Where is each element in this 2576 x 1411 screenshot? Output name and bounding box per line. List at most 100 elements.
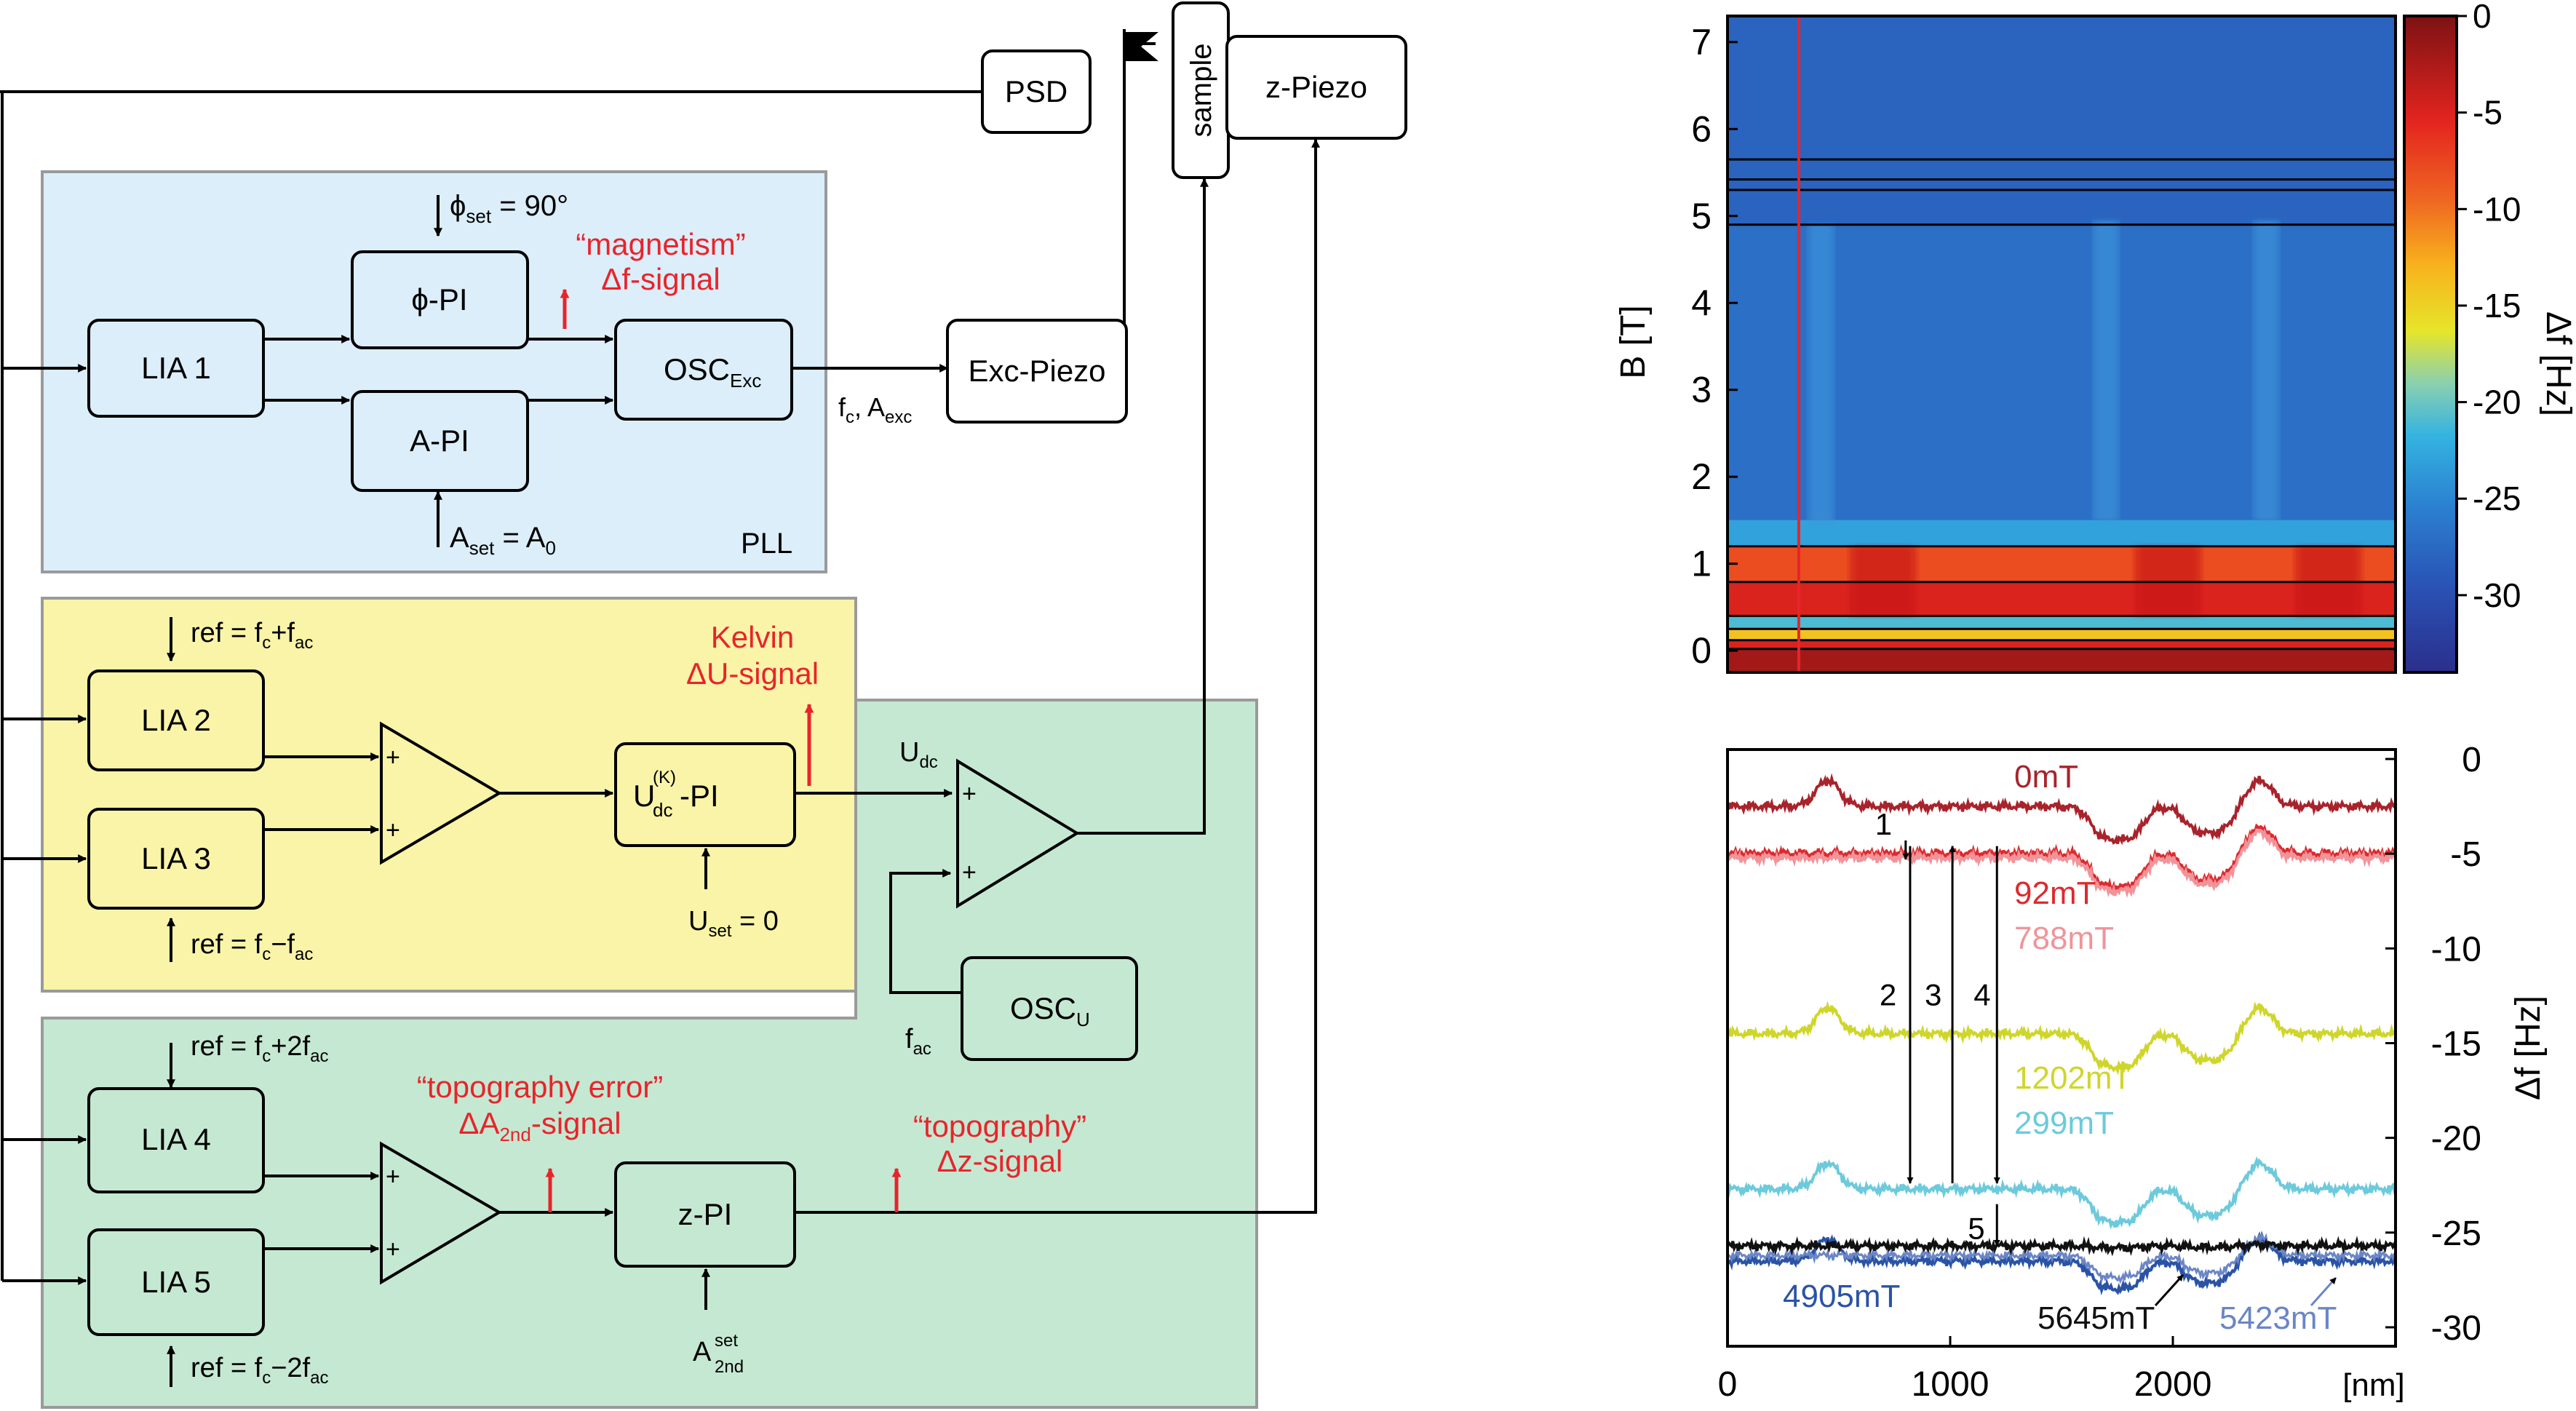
series-label-299mT: 299mT <box>2014 1105 2114 1141</box>
colorbar-tick-label: -15 <box>2473 287 2521 325</box>
series-label-1202mT: 1202mT <box>2014 1060 2131 1096</box>
heatmap-ridge <box>1808 224 1834 525</box>
lia3-block <box>87 808 265 910</box>
osc-u-block <box>961 956 1138 1061</box>
line-chart-frame <box>1726 748 2397 1348</box>
topography-signal-title: “topography” <box>913 1109 1086 1143</box>
series-line-5645mT <box>1726 1236 2397 1257</box>
ref3-label: ref = fc−fac <box>191 929 313 964</box>
heatmap-band <box>1728 224 2396 520</box>
transition-label-3: 3 <box>1925 977 1941 1011</box>
y-tick-label: 4 <box>1691 282 1712 323</box>
heatmap-band <box>1728 546 2396 582</box>
udc-pi-label: U (K) dc -PI <box>633 768 719 821</box>
colorbar-label: Δf [Hz] <box>2539 311 2576 416</box>
series-labels: 0mT92mT788mT1202mT299mT4905mT5423mT5645m… <box>1783 759 2337 1336</box>
magnetism-signal-subtitle: Δf-signal <box>601 262 720 296</box>
plus-sign: + <box>386 1236 400 1263</box>
series-label-92mT: 92mT <box>2014 875 2096 911</box>
udc-label: Udc <box>899 737 938 772</box>
y-tick-label: 0 <box>2462 741 2481 779</box>
plus-sign: + <box>962 780 977 808</box>
topography-error-subtitle: ΔA2nd-signal <box>458 1106 621 1145</box>
heatmap-y-label: B [T] <box>1614 305 1653 378</box>
osc-u-label: OSCU <box>1010 991 1090 1030</box>
connection-lines <box>0 42 1320 1387</box>
y-tick-label: 7 <box>1691 22 1712 63</box>
signal-arrows <box>545 288 902 1212</box>
osc-exc-label: OSCExc <box>664 352 761 391</box>
svg-text:(K): (K) <box>653 768 676 787</box>
ref2-label: ref = fc+fac <box>191 618 313 653</box>
colorbar-tick-label: -30 <box>2473 576 2521 614</box>
transition-label-5: 5 <box>1968 1212 1984 1246</box>
plus-sign: + <box>386 816 400 844</box>
colorbar-tick-label: -20 <box>2473 383 2521 421</box>
svg-text:set: set <box>715 1331 738 1351</box>
ref5-label: ref = fc−2fac <box>191 1353 328 1388</box>
x-tick-label: 1000 <box>1912 1365 1989 1404</box>
line-chart-x-label: [nm] <box>2342 1367 2405 1403</box>
svg-text:-PI: -PI <box>680 779 719 813</box>
line-chart-y-ticks: 0-5-10-15-20-25-30 <box>2385 741 2481 1348</box>
heatmap-ridge <box>2253 220 2280 520</box>
y-tick-label: -20 <box>2431 1120 2481 1158</box>
a-pi-label: A-PI <box>410 424 469 458</box>
heatmap-field-lines <box>1728 158 2396 651</box>
sample-label: sample <box>1185 44 1217 138</box>
svg-text:U: U <box>633 779 655 813</box>
lia1-block <box>87 319 265 418</box>
lia4-block <box>87 1087 265 1193</box>
phi-pi-label: ϕ-PI <box>411 282 467 317</box>
exc-piezo-block <box>946 319 1128 424</box>
y-tick-label: 3 <box>1691 370 1712 410</box>
y-tick-label: 6 <box>1691 108 1712 149</box>
a-set-label: Aset = A0 <box>450 522 556 559</box>
topography-section <box>41 699 1258 1409</box>
heatmap-band <box>1728 520 2396 546</box>
flag-icon <box>1123 29 1158 67</box>
y-tick-label: 0 <box>1691 630 1712 671</box>
y-tick-label: -5 <box>2450 835 2481 874</box>
colorbar-tick-label: -10 <box>2473 190 2521 228</box>
phi-pi-block <box>351 250 529 349</box>
heatmap-ridge <box>2093 220 2120 520</box>
lia1-label: LIA 1 <box>141 351 211 385</box>
transition-label-2: 2 <box>1880 977 1896 1011</box>
uset-label: Uset = 0 <box>688 906 779 941</box>
lia5-label: LIA 5 <box>141 1265 211 1299</box>
svg-text:2nd: 2nd <box>715 1357 744 1377</box>
y-tick-label: 2 <box>1691 456 1712 497</box>
colorbar-tick-label: 0 <box>2473 0 2492 35</box>
y-tick-label: 5 <box>1691 196 1712 237</box>
series-label-4905mT: 4905mT <box>1783 1279 1900 1314</box>
series-label-pointers <box>2154 1273 2337 1307</box>
series-line-5423mT <box>1726 1233 2396 1284</box>
a-pi-block <box>351 390 529 492</box>
heatmap-band <box>1728 640 2396 649</box>
fc-aexc-label: fc, Aexc <box>838 392 912 427</box>
pll-label: PLL <box>741 528 792 560</box>
magnetism-signal-title: “magnetism” <box>576 227 745 261</box>
series-label-5423mT: 5423mT <box>2219 1300 2337 1336</box>
y-tick-label: -30 <box>2431 1309 2481 1348</box>
z-piezo-label: z-Piezo <box>1265 70 1367 104</box>
series-line-1202mT <box>1726 1001 2397 1076</box>
colorbar-tick-label: -5 <box>2473 94 2503 132</box>
lia5-block <box>87 1228 265 1336</box>
plus-sign: + <box>386 744 400 771</box>
lia4-label: LIA 4 <box>141 1122 211 1156</box>
y-tick-label: -10 <box>2431 930 2481 969</box>
heatmap-band <box>1728 629 2396 640</box>
plus-sign: + <box>962 859 977 886</box>
series-line-299mT <box>1726 1156 2397 1230</box>
series-label-0mT: 0mT <box>2014 759 2078 795</box>
z-pi-block <box>614 1161 796 1268</box>
transition-label-4: 4 <box>1973 977 1990 1011</box>
